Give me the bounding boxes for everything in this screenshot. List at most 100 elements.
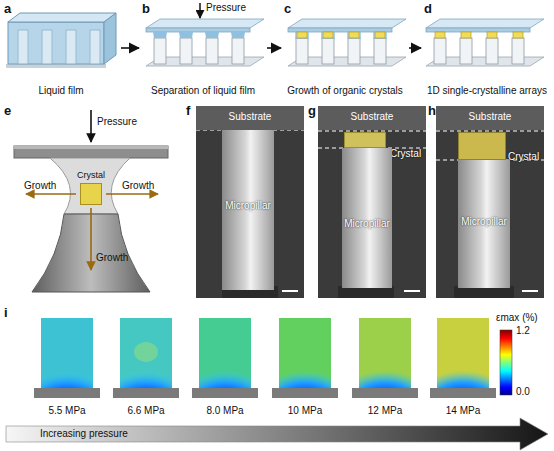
pillar	[66, 30, 76, 64]
micropillar: Micropillar	[222, 130, 274, 290]
low-strain-zone	[41, 366, 93, 388]
plate-highlight	[14, 146, 168, 149]
figure-panel: i 5.5 MPa 6.6 MPa 8.0 MPa 10 MPa 12 MPa 14 MPa	[0, 304, 494, 418]
micrograph-g	[318, 106, 426, 298]
panel-letter: c	[284, 2, 291, 17]
panel-caption: Growth of organic crystals	[282, 85, 408, 97]
process-step-panel: cGrowth of organic crystals	[282, 2, 408, 98]
crystal-block	[80, 183, 102, 205]
panel-letter: h	[428, 104, 436, 119]
panel-caption: 1D single-crystalline arrays	[422, 85, 552, 97]
figure-panel: eCrystal	[2, 104, 174, 298]
growth-illustration	[288, 19, 406, 66]
crystal-symbol	[513, 32, 523, 38]
pillar	[90, 30, 100, 64]
crystal-symbol	[297, 32, 307, 38]
crystal-block	[344, 132, 386, 148]
array-illustration	[426, 19, 544, 66]
micropillar: Micropillar	[458, 160, 510, 288]
substrate-block	[113, 388, 179, 398]
crystal-label: Crystal	[390, 148, 421, 160]
strain-map-graphic	[430, 318, 496, 410]
panel-letter: b	[142, 2, 150, 17]
top-plate	[14, 146, 168, 158]
liquid-front	[8, 22, 104, 64]
bottom-plate	[6, 64, 106, 68]
figure-panel: f SubstrateMicropillar	[184, 104, 306, 300]
panel-caption: Separation of liquid film	[140, 85, 266, 97]
pillar-rig	[146, 19, 264, 66]
substrate-band: Substrate	[318, 106, 426, 130]
crystal: Crystal	[74, 170, 108, 206]
panel-letter: f	[186, 104, 190, 119]
process-step-panel: aLiquid film	[2, 2, 120, 98]
crystal-symbol	[487, 32, 497, 38]
micrograph-background	[318, 106, 426, 298]
panel-letter: a	[4, 2, 11, 17]
liquid-bridge	[373, 31, 387, 39]
micrograph-h	[436, 106, 544, 298]
substrate-block	[34, 388, 100, 398]
substrate-band: Substrate	[436, 106, 544, 130]
liquid-film-illustration	[6, 13, 116, 68]
panel-letter: g	[308, 104, 316, 119]
scale-bar	[282, 290, 298, 292]
strain-map: 14 MPa	[431, 318, 495, 418]
low-strain-zone	[199, 366, 251, 388]
force-label: Pressure	[97, 116, 137, 128]
liquid-bridge	[321, 31, 335, 39]
colorbar	[500, 330, 512, 395]
liquid-side	[104, 13, 116, 64]
growth-arrow	[26, 193, 76, 195]
substrate-block	[272, 388, 338, 398]
liquid-bridge	[231, 32, 245, 38]
strain-map: 6.6 MPa	[114, 318, 178, 418]
strain-map: 12 MPa	[353, 318, 417, 418]
pressure-value: 10 MPa	[273, 405, 337, 417]
crystal-symbol	[461, 32, 471, 38]
step-arrow	[409, 47, 421, 49]
pressure-arrow	[90, 110, 92, 142]
pressure-value: 5.5 MPa	[35, 405, 99, 417]
growth-arrow	[106, 193, 158, 195]
pressure-value: 12 MPa	[353, 405, 417, 417]
pressure-axis-arrow	[6, 418, 548, 450]
pillar	[42, 30, 52, 64]
strain-map: 5.5 MPa	[35, 318, 99, 418]
liquid-bridge	[347, 31, 361, 39]
colorbar-tick: 0.0	[516, 386, 530, 398]
growth-label: Growth	[122, 180, 154, 192]
pressure-value: 8.0 MPa	[193, 405, 257, 417]
crystal-symbol	[349, 32, 359, 38]
step-arrow	[267, 47, 281, 49]
micrograph-background	[436, 106, 544, 298]
crystal-label: Crystal	[68, 170, 114, 180]
strain-map-graphic	[113, 318, 179, 410]
colorbar-title: εmax (%)	[496, 312, 538, 324]
substrate-label: Substrate	[318, 111, 426, 123]
liquid-bridge	[153, 32, 167, 38]
pillar-rig	[288, 19, 406, 66]
figure-panel: gSubstrateCrystalMicropillar	[306, 104, 428, 300]
strain-spot	[134, 342, 158, 362]
strain-map-graphic	[352, 318, 418, 410]
strain-map: 10 MPa	[273, 318, 337, 418]
growth-label: Growth	[24, 180, 56, 192]
micropillar-label: Micropillar	[446, 216, 522, 228]
strain-map: 8.0 MPa	[193, 318, 257, 418]
panel-letter: d	[424, 2, 432, 17]
axis-label: Increasing pressure	[40, 428, 128, 440]
low-strain-zone	[437, 366, 489, 388]
micropillar: Micropillar	[342, 148, 392, 288]
liquid-bridge	[295, 31, 309, 39]
crystal-block	[458, 132, 506, 160]
scale-bar	[404, 290, 420, 292]
substrate-block	[430, 388, 496, 398]
growth-arrow	[90, 208, 92, 270]
panel-letter: i	[4, 306, 8, 321]
substrate-label: Substrate	[196, 111, 304, 123]
crystal-symbol	[375, 32, 385, 38]
colorbar-tick: 1.2	[516, 325, 530, 337]
